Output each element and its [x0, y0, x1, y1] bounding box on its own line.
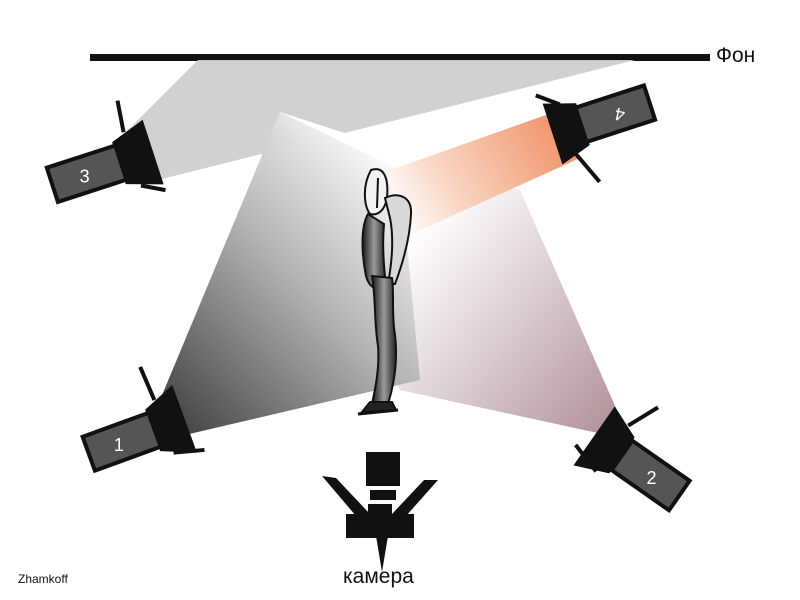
camera-icon	[322, 452, 438, 572]
studio-light-icon	[44, 100, 166, 205]
subject-figure	[357, 168, 413, 416]
light-4-beam	[385, 110, 580, 235]
light-2-number: 2	[646, 468, 656, 488]
light-4[interactable]: 4	[535, 63, 668, 193]
light-1-number: 1	[114, 435, 124, 455]
light-3-beam	[118, 60, 635, 184]
camera-label: камера	[343, 565, 414, 588]
studio-light-icon	[535, 82, 658, 184]
studio-light-icon	[80, 366, 205, 474]
background-label: Фон	[716, 44, 756, 67]
light-3[interactable]: 3	[34, 95, 166, 223]
light-1-beam	[160, 112, 420, 435]
light-3-number: 3	[80, 166, 90, 186]
studio-light-icon	[573, 405, 693, 514]
background-bar	[90, 54, 710, 61]
light-2[interactable]: 2	[565, 381, 713, 525]
light-1[interactable]: 1	[67, 356, 205, 488]
author-credit: Zhamkoff	[18, 572, 68, 586]
camera[interactable]	[322, 452, 438, 572]
light-4-number: 4	[613, 104, 627, 126]
